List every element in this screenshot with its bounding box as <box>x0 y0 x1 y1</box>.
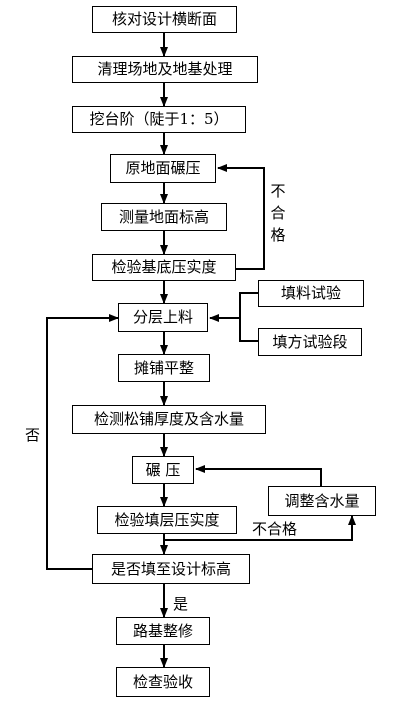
label-no: 否 <box>25 426 41 444</box>
step-check-thickness-moisture: 检测松铺厚度及含水量 <box>72 405 266 434</box>
step-inspect-accept: 检查验收 <box>116 667 210 697</box>
connector-fill-test <box>239 292 258 342</box>
label-fail-horizontal: 不合格 <box>252 520 298 538</box>
step-clear-site: 清理场地及地基处理 <box>72 56 258 83</box>
step-fill-trial-section: 填方试验段 <box>258 328 362 356</box>
step-spread-level: 摊铺平整 <box>118 354 210 382</box>
step-measure-elevation: 测量地面标高 <box>101 203 227 231</box>
arrow-fail-loop-base <box>217 164 265 270</box>
step-compact-ground: 原地面碾压 <box>110 154 216 183</box>
arrow-fail-to-adjust <box>164 515 356 541</box>
arrow-no-loop <box>46 314 119 570</box>
label-fail-char-1: 不 <box>270 182 286 200</box>
label-fail-vertical: 不 合 格 <box>270 184 286 250</box>
label-fail-char-3: 格 <box>270 226 286 244</box>
label-fail-char-2: 合 <box>270 204 286 222</box>
step-verify-section: 核对设计横断面 <box>92 6 237 33</box>
arrow-adjust-to-roll <box>195 465 322 486</box>
step-check-layer-compaction: 检验填层压实度 <box>97 506 237 534</box>
step-check-base-compaction: 检验基底压实度 <box>92 254 236 281</box>
step-fill-material-test: 填料试验 <box>258 280 364 307</box>
step-adjust-moisture: 调整含水量 <box>268 486 376 516</box>
step-roll-compact: 碾 压 <box>132 456 194 484</box>
step-dig-steps: 挖台阶（陡于1：5） <box>72 106 246 133</box>
label-yes: 是 <box>173 595 189 613</box>
step-subgrade-trim: 路基整修 <box>116 617 210 645</box>
step-reach-design-elevation: 是否填至设计标高 <box>92 554 250 584</box>
step-layered-fill: 分层上料 <box>118 303 208 332</box>
